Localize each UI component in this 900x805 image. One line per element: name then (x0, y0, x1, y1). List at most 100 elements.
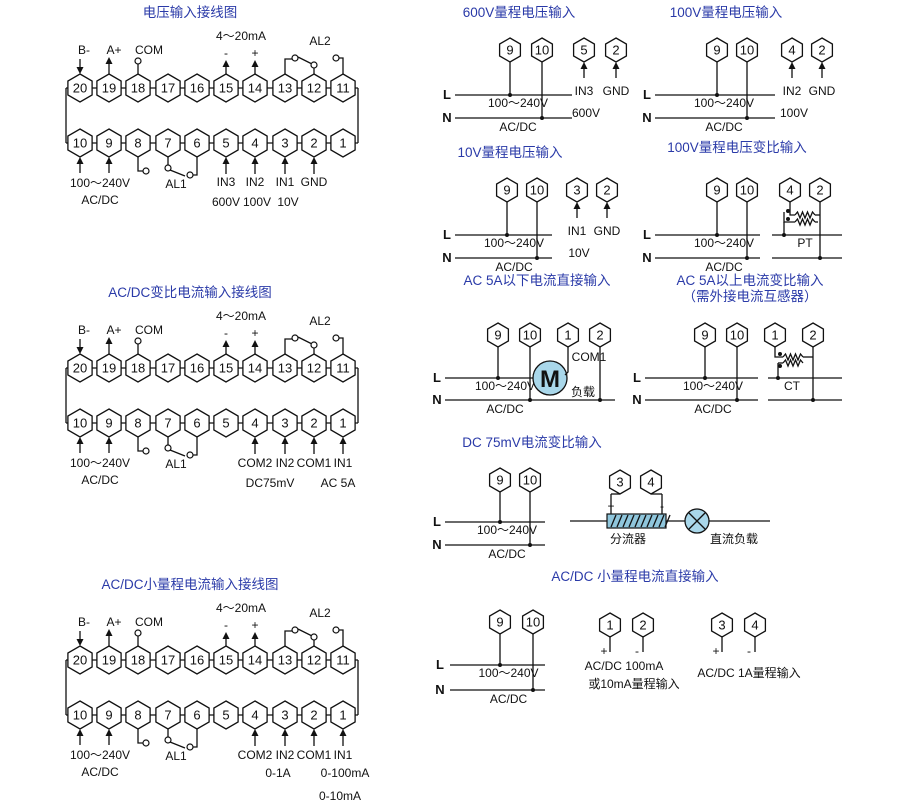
terminal-hex (125, 73, 151, 103)
junction-dot (776, 376, 780, 380)
terminal-number: 2 (310, 416, 317, 431)
range-note: 10V (568, 246, 589, 260)
neutral-label: N (442, 250, 451, 265)
terminal-number: 5 (580, 43, 587, 58)
arrow-up-icon (580, 62, 588, 69)
terminal-number: 9 (713, 183, 720, 198)
terminal-hex (96, 645, 122, 675)
junction-dot (811, 398, 815, 402)
arrow-up-icon (76, 157, 84, 164)
junction-dot (508, 93, 512, 97)
wire (137, 157, 143, 172)
arrow-up-icon (105, 337, 113, 344)
terminal-number: 17 (161, 361, 175, 376)
alarm2-label: AL2 (309, 606, 331, 620)
com-label: COM (135, 615, 163, 629)
junction-dot (531, 688, 535, 692)
panel-title: AC/DC小量程电流输入接线图 (101, 576, 278, 592)
terminal-hex (301, 73, 327, 103)
minus-label: - (635, 644, 639, 658)
terminal-number: 6 (193, 416, 200, 431)
terminal-number: 8 (134, 416, 141, 431)
acdc-label: AC/DC (488, 547, 526, 561)
minus-label: - (224, 618, 228, 632)
junction-dot (498, 663, 502, 667)
terminal-number: 12 (307, 81, 321, 96)
terminal-hex (488, 467, 512, 493)
load-label: 负载 (571, 385, 595, 399)
power-label: 100～240V (683, 379, 743, 393)
contact-circle-icon (310, 341, 318, 349)
terminal-hex (486, 322, 510, 348)
gnd-label: GND (594, 224, 621, 238)
acdc-label: AC/DC (81, 473, 119, 487)
terminal-hex (272, 645, 298, 675)
diagram-title: AC 5A以下电流直接输入 (463, 272, 611, 288)
terminal-number: 5 (222, 416, 229, 431)
neutral-label: N (432, 392, 441, 407)
terminal-number: 9 (713, 43, 720, 58)
acdc-label: AC/DC (694, 402, 732, 416)
rs485-a-label: A+ (106, 323, 121, 337)
contact-circle-icon (142, 167, 150, 175)
terminal-number: 7 (164, 708, 171, 723)
terminal-number: 11 (336, 653, 350, 668)
terminal-number: 13 (278, 81, 292, 96)
terminal-number: 5 (222, 136, 229, 151)
arrow-up-icon (818, 62, 826, 69)
terminal-hex (96, 353, 122, 383)
terminal-hex (184, 645, 210, 675)
shunt-hatch (634, 514, 641, 528)
terminal-hex (735, 37, 759, 63)
power-label: 100～240V (484, 236, 544, 250)
terminal-hex (525, 177, 549, 203)
alarm1-label: AL1 (165, 749, 187, 763)
wire (339, 629, 344, 646)
terminal-hex (67, 73, 93, 103)
relay-blade (169, 169, 186, 177)
terminal-number: 15 (219, 653, 233, 668)
contact-circle-icon (186, 171, 194, 179)
relay-blade (169, 741, 186, 749)
arrow-up-icon (222, 340, 230, 347)
terminal-number: 10 (526, 615, 540, 630)
live-label: L (443, 87, 451, 102)
contact-circle-icon (134, 629, 142, 637)
acdc-label: AC/DC (705, 260, 743, 274)
acdc-label: AC/DC (81, 193, 119, 207)
acdc-label: AC/DC (81, 765, 119, 779)
arrow-up-icon (310, 157, 318, 164)
diagram-title: 10V量程电压输入 (457, 145, 563, 160)
acdc-label: AC/DC (490, 692, 528, 706)
terminal-hex (213, 700, 239, 730)
power-label: 100～240V (694, 96, 754, 110)
contact-circle-icon (291, 54, 299, 62)
shunt-hatch (652, 514, 659, 528)
wire (564, 347, 569, 376)
power-label: 100～240V (70, 748, 130, 762)
terminal-number: 15 (219, 81, 233, 96)
minus-label: - (224, 326, 228, 340)
power-label: 100～240V (477, 523, 537, 537)
terminal-number: 18 (131, 361, 145, 376)
load-label: 直流负载 (710, 532, 758, 546)
current-output-label: 4～20mA (216, 29, 266, 43)
arrow-up-icon (612, 62, 620, 69)
pt-label: PT (797, 236, 813, 250)
acdc-label: AC/DC (705, 120, 743, 134)
shunt-label: 分流器 (610, 532, 646, 546)
terminal-number: 11 (336, 361, 350, 376)
input-label: IN1 (276, 175, 295, 189)
minus-label: - (660, 499, 664, 513)
terminal-hex (330, 73, 356, 103)
neutral-label: N (642, 250, 651, 265)
terminal-number: 2 (603, 183, 610, 198)
neutral-label: N (435, 682, 444, 697)
pt-coil-icon (794, 210, 816, 220)
relay-blade (297, 56, 313, 65)
junction-dot (735, 398, 739, 402)
input-label: IN3 (217, 175, 236, 189)
gnd-label: GND (603, 84, 630, 98)
plus-label: + (712, 644, 719, 658)
